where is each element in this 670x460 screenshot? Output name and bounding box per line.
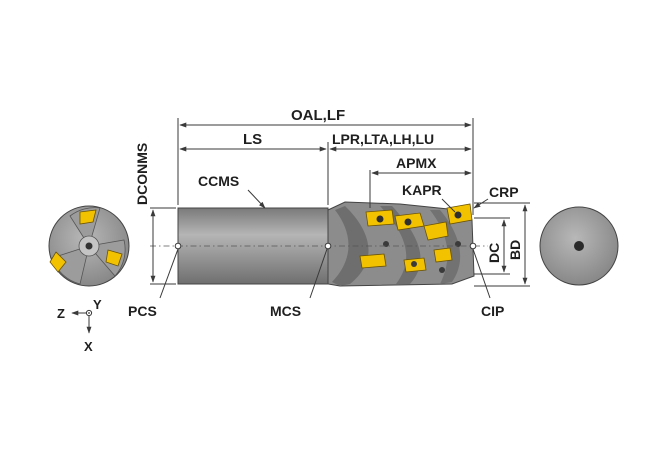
axis-indicator: Z Y X (57, 297, 102, 354)
insert-icon (105, 249, 123, 267)
pcs-label: PCS (128, 303, 157, 319)
dconms-label: DCONMS (134, 143, 150, 205)
oal-lf-label: OAL,LF (291, 107, 345, 124)
insert-icon (433, 247, 453, 263)
pcs-marker: PCS (128, 242, 182, 319)
kapr-label: KAPR (402, 182, 442, 198)
lpr-lta-lh-lu-label: LPR,LTA,LH,LU (332, 131, 434, 147)
axis-x-label: X (84, 339, 93, 354)
bd-label: BD (507, 240, 523, 260)
dc-label: DC (486, 243, 502, 263)
axis-z-label: Z (57, 306, 65, 321)
front-end-view (48, 205, 130, 287)
insert-icon (423, 221, 449, 241)
ls-label: LS (243, 131, 262, 148)
insert-icon (359, 253, 387, 269)
rear-end-view (539, 206, 619, 286)
cip-marker: CIP (469, 242, 504, 319)
cip-label: CIP (481, 303, 504, 319)
crp-label: CRP (489, 184, 519, 200)
axis-y-label: Y (93, 297, 102, 312)
insert-icon (49, 251, 67, 273)
tool-side-view (177, 201, 475, 287)
ccms-label: CCMS (198, 173, 239, 189)
insert-icon (79, 209, 97, 225)
mcs-marker: MCS (270, 242, 332, 319)
mcs-label: MCS (270, 303, 301, 319)
apmx-label: APMX (396, 155, 437, 171)
